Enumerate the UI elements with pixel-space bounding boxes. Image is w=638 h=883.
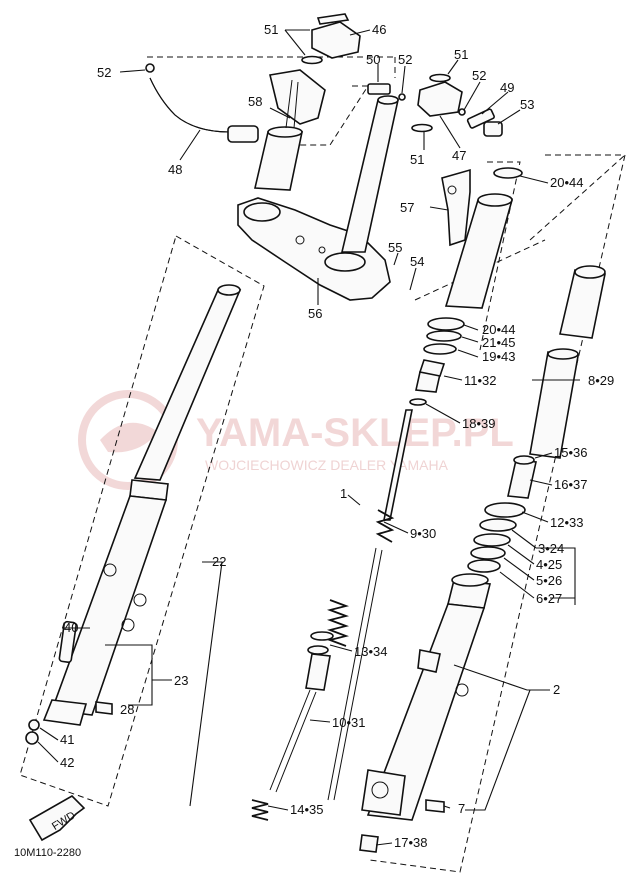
callout-15-36: 15•36	[554, 445, 587, 460]
callout-23: 23	[174, 673, 188, 688]
callout-18-39: 18•39	[462, 416, 495, 431]
callout-16-37: 16•37	[554, 477, 587, 492]
callout-51-b: 51	[454, 47, 468, 62]
callout-51-a: 51	[264, 22, 278, 37]
leader-lines	[37, 29, 580, 846]
clamp-46	[301, 13, 361, 65]
upper-tube-58	[254, 69, 326, 191]
callout-52-a: 52	[97, 65, 111, 80]
callout-20-44: 20•44	[482, 322, 515, 337]
callout-55: 55	[388, 240, 402, 255]
callout-19-43: 19•43	[482, 349, 515, 364]
callout-1: 1	[340, 486, 347, 501]
callout-49: 49	[500, 80, 514, 95]
callout-40: 40	[64, 620, 78, 635]
clamp-47	[411, 73, 463, 133]
callout-57: 57	[400, 200, 414, 215]
callout-28: 28	[120, 702, 134, 717]
callout-58: 58	[248, 94, 262, 109]
callout-53: 53	[520, 97, 534, 112]
bolts-top	[367, 83, 503, 137]
forward-arrow: FWD	[28, 795, 86, 842]
diagram-code: 10M110-2280	[14, 847, 81, 859]
callout-54: 54	[410, 254, 424, 269]
callout-42: 42	[60, 755, 74, 770]
under-bracket	[237, 197, 391, 301]
callout-51-c: 51	[410, 152, 424, 167]
callout-46: 46	[372, 22, 386, 37]
right-fork-assembly	[359, 265, 606, 853]
damper-rod	[251, 359, 446, 821]
callout-47: 47	[452, 148, 466, 163]
callout-52-c: 52	[472, 68, 486, 83]
seal-stack	[409, 317, 465, 406]
watermark-subtitle: WOJCIECHOWICZ DEALER YAMAHA	[205, 457, 449, 473]
callout-48: 48	[168, 162, 182, 177]
callout-4-25: 4•25	[536, 557, 562, 572]
callout-50: 50	[366, 52, 380, 67]
callout-56: 56	[308, 306, 322, 321]
callout-9-30: 9•30	[410, 526, 436, 541]
callout-13-34: 13•34	[354, 644, 387, 659]
callout-10-31: 10•31	[332, 715, 365, 730]
callout-20-44-top: 20•44	[550, 175, 583, 190]
watermark: YAMA-SKLEP.PL WOJCIECHOWICZ DEALER YAMAH…	[78, 390, 514, 490]
callout-labels: 51 46 52 50 52 51 52 49 53 58 51 47 48 2…	[14, 22, 614, 859]
callout-2: 2	[553, 682, 560, 697]
callout-3-24: 3•24	[538, 541, 564, 556]
callout-14-35: 14•35	[290, 802, 323, 817]
watermark-brand: YAMA-SKLEP.PL	[196, 411, 514, 455]
callout-11-32: 11•32	[464, 373, 497, 388]
callout-7: 7	[458, 801, 465, 816]
callout-12-33: 12•33	[550, 515, 583, 530]
callout-17-38: 17•38	[394, 835, 427, 850]
left-fork-assembly	[25, 284, 242, 745]
brake-hose-48	[145, 63, 259, 143]
callout-6-27: 6•27	[536, 591, 562, 606]
steering-stem	[340, 95, 399, 253]
callout-22: 22	[212, 554, 226, 569]
callout-21-45: 21•45	[482, 335, 515, 350]
callout-5-26: 5•26	[536, 573, 562, 588]
callout-8-29: 8•29	[588, 373, 614, 388]
headlight-bracket-57	[441, 167, 523, 309]
callout-52-b: 52	[398, 52, 412, 67]
callout-41: 41	[60, 732, 74, 747]
